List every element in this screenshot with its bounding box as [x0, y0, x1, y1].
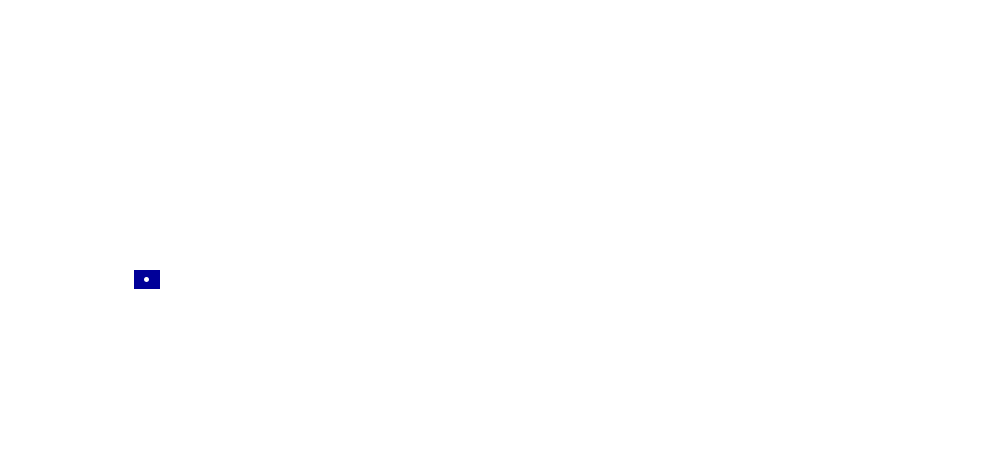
dot-button[interactable] — [134, 270, 160, 289]
dot-icon — [144, 277, 149, 282]
